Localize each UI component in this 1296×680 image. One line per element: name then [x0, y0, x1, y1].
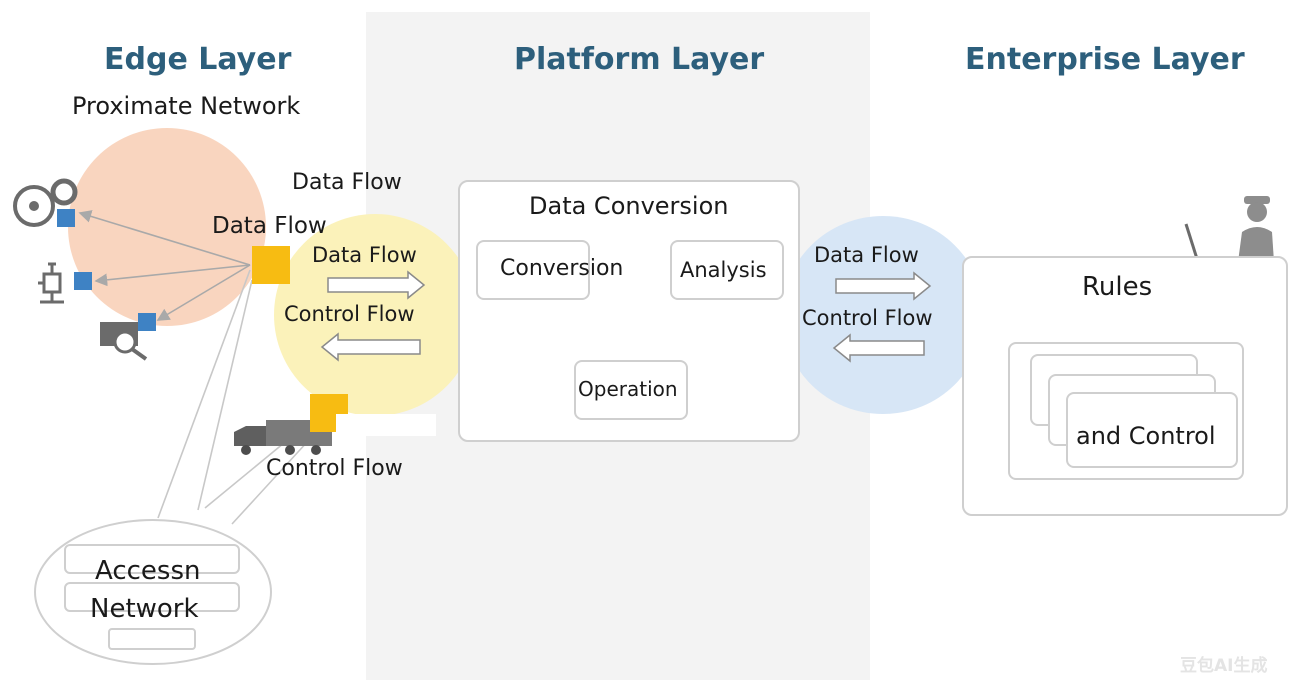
- data-flow-label-node: Data Flow: [212, 213, 327, 239]
- watermark: 豆包AI生成: [1180, 656, 1268, 676]
- instrument-icon: [38, 262, 64, 304]
- data-conversion-title: Data Conversion: [529, 192, 729, 220]
- data-flow-label-top: Data Flow: [292, 170, 402, 195]
- access-network-row-3: [108, 628, 196, 650]
- gateway-node: [252, 246, 290, 284]
- rules-label: Rules: [1082, 272, 1153, 302]
- camera-search-icon: [100, 322, 148, 361]
- enterprise-data-flow-label: Data Flow: [814, 243, 919, 267]
- label-backdrop: [336, 414, 436, 436]
- proximate-network-label: Proximate Network: [72, 92, 301, 120]
- control-flow-label-bottom: Control Flow: [266, 456, 403, 481]
- access-network-label-1: Accessn: [95, 556, 201, 586]
- access-network-row-2: [64, 582, 240, 612]
- truck-icon: [234, 420, 332, 455]
- operation-label: Operation: [578, 377, 678, 401]
- access-network-label-2: Network: [90, 594, 199, 624]
- analysis-box: [670, 240, 784, 300]
- enterprise-link-circle: [782, 216, 984, 414]
- flow-circle: [274, 214, 476, 416]
- sensor-gear-icon: [13, 178, 78, 227]
- analysis-label: Analysis: [680, 258, 767, 282]
- conversion-label: Conversion: [500, 256, 624, 281]
- data-flow-arrow-label: Data Flow: [312, 243, 417, 267]
- operator-laptop-icon: [1184, 196, 1274, 264]
- edge-layer-title: Edge Layer: [104, 42, 292, 77]
- device-node-1: [57, 209, 75, 227]
- enterprise-control-flow-label: Control Flow: [802, 306, 933, 330]
- platform-layer-title: Platform Layer: [514, 42, 765, 77]
- proximate-network-circle: [68, 128, 266, 326]
- enterprise-layer-title: Enterprise Layer: [965, 42, 1245, 77]
- access-network-row-1: [64, 544, 240, 574]
- device-node-3: [138, 313, 156, 331]
- device-node-2: [74, 272, 92, 290]
- operation-box: [574, 360, 688, 420]
- conversion-box: [476, 240, 590, 300]
- control-flow-arrow-label: Control Flow: [284, 302, 415, 326]
- and-control-label: and Control: [1076, 422, 1216, 450]
- rules-stack-card-3: [1066, 392, 1238, 468]
